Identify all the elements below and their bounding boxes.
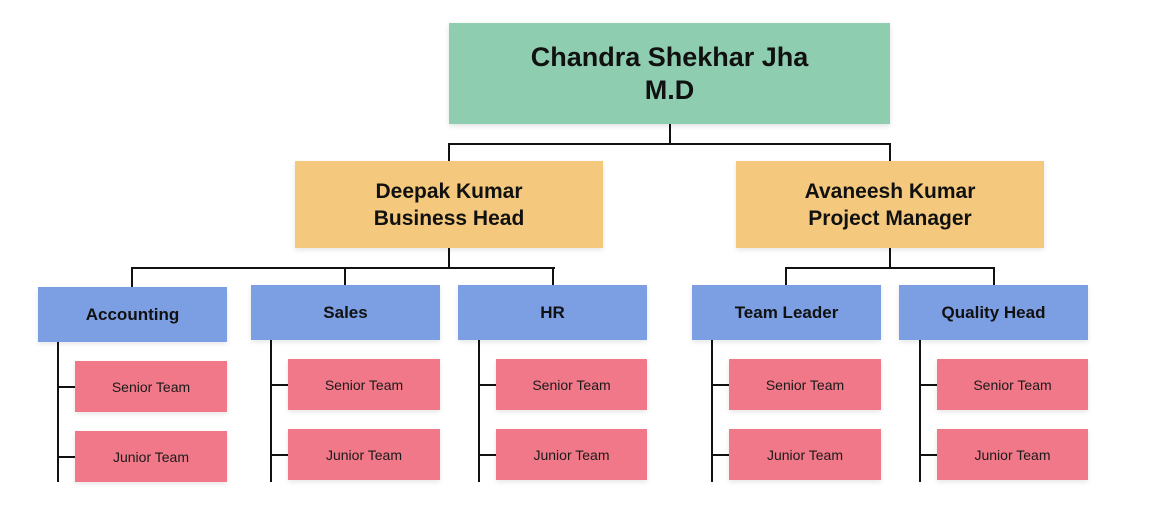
team-senior-accounting: Senior Team [75, 361, 227, 412]
connector-root-down [669, 124, 671, 144]
connector-to-head-1 [448, 143, 450, 161]
head-title: Project Manager [808, 206, 972, 230]
team-senior-sales: Senior Team [288, 359, 440, 410]
connector-head-1-down [448, 248, 450, 268]
head-name: Deepak Kumar [375, 179, 523, 203]
head-node-project: Avaneesh Kumar Project Manager [736, 161, 1044, 248]
connector-quality-head-junior [919, 454, 937, 456]
connector-hr-senior [478, 384, 496, 386]
connector-hr-spine [478, 340, 480, 482]
connector-to-hr [552, 267, 554, 285]
connector-to-accounting [131, 267, 133, 287]
connector-sales-senior [270, 384, 288, 386]
connector-quality-head-spine [919, 340, 921, 482]
connector-head-1-bar [131, 267, 555, 269]
dept-hr: HR [458, 285, 647, 340]
dept-sales: Sales [251, 285, 440, 340]
head-title: Business Head [373, 206, 525, 230]
connector-team-leader-junior [711, 454, 729, 456]
connector-to-team-leader [785, 267, 787, 285]
team-senior-quality-head: Senior Team [937, 359, 1088, 410]
team-junior-team-leader: Junior Team [729, 429, 881, 480]
connector-root-bar [448, 143, 891, 145]
connector-team-leader-senior [711, 384, 729, 386]
team-junior-hr: Junior Team [496, 429, 647, 480]
team-senior-team-leader: Senior Team [729, 359, 881, 410]
connector-head-2-bar [785, 267, 995, 269]
connector-accounting-senior [57, 386, 75, 388]
team-junior-accounting: Junior Team [75, 431, 227, 482]
connector-to-quality-head [993, 267, 995, 285]
dept-team-leader: Team Leader [692, 285, 881, 340]
connector-to-sales [344, 267, 346, 285]
team-senior-hr: Senior Team [496, 359, 647, 410]
head-name: Avaneesh Kumar [804, 179, 976, 203]
dept-accounting: Accounting [38, 287, 227, 342]
connector-quality-head-senior [919, 384, 937, 386]
root-name: Chandra Shekhar Jha [530, 41, 809, 72]
dept-quality-head: Quality Head [899, 285, 1088, 340]
team-junior-sales: Junior Team [288, 429, 440, 480]
connector-accounting-junior [57, 456, 75, 458]
root-node: Chandra Shekhar Jha M.D [449, 23, 890, 124]
connector-to-head-2 [889, 143, 891, 161]
connector-sales-spine [270, 340, 272, 482]
team-junior-quality-head: Junior Team [937, 429, 1088, 480]
connector-hr-junior [478, 454, 496, 456]
root-title: M.D [644, 74, 695, 105]
connector-sales-junior [270, 454, 288, 456]
connector-team-leader-spine [711, 340, 713, 482]
connector-accounting-spine [57, 342, 59, 482]
head-node-business: Deepak Kumar Business Head [295, 161, 603, 248]
connector-head-2-down [889, 248, 891, 268]
